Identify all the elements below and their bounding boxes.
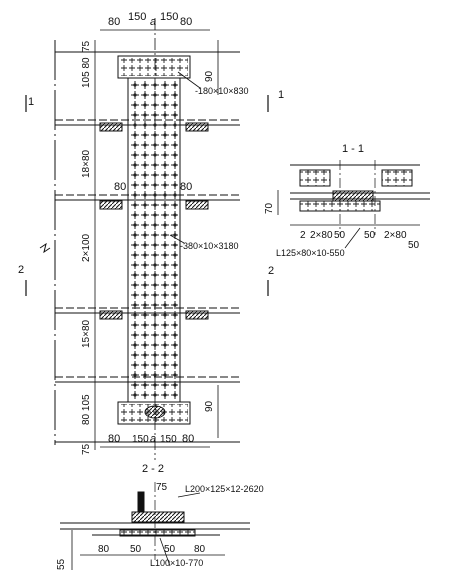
section-11-d50b: 50 [364,230,376,241]
section-11-d2: 2 [300,230,306,241]
section-11-dim70: 70 [264,202,275,214]
left-dim-top105-80: 105 80 [81,57,92,88]
mid-dim-right80: 80 [180,181,192,193]
left-dim-2x100: 2×100 [81,233,92,262]
section-11-title: 1 - 1 [342,143,364,155]
section-22-d75: 75 [156,482,168,493]
label-plate-top: -180×10×830 [195,86,249,96]
top-dim-4: 80 [180,16,192,28]
top-dim-1: 80 [108,16,120,28]
section-1-1 [277,160,430,249]
bottom-dim-2: 150 [132,434,149,445]
section-mark-1-left: 1 [28,96,34,108]
left-dim-bot80-105: 80 105 [81,394,92,425]
bottom-dim-1: 80 [108,433,120,445]
label-angle-11: L125×80×10-550 [276,248,345,258]
top-dim-2: 150 [128,11,146,23]
section-marks [25,95,269,296]
label-plate-main: -380×10×3180 [180,241,239,251]
section-mark-2-left: 2 [18,264,24,276]
top-dim-3: 150 [160,11,178,23]
section-22-d50a: 50 [130,544,142,555]
top-dim-a: a [150,16,156,28]
section-11-d50a: 50 [334,230,346,241]
left-dim-15x80: 15×80 [81,319,92,348]
section-mark-2-right: 2 [268,265,274,277]
section-22-d50b: 50 [164,544,176,555]
section-22-title: 2 - 2 [142,463,164,475]
section-11-d2x80b: 2×80 [384,230,407,241]
right-dim-top90: 90 [204,70,215,82]
left-dim-top75: 75 [81,40,92,52]
right-dim-bot90: 90 [204,400,215,412]
section-11-d50c: 50 [408,240,420,251]
section-22-d80a: 80 [98,544,110,555]
bottom-dim-a: a [150,433,156,445]
left-dim-18x80: 18×80 [81,149,92,178]
bottom-dim-4: 80 [182,433,194,445]
main-splice-plate [127,77,181,403]
label-angle-22-bot: L100×10-770 [150,558,203,568]
section-mark-1-right: 1 [278,89,284,101]
section-22-d55: 55 [56,558,67,570]
section-11-d2x80: 2×80 [310,230,333,241]
bottom-dim-3: 150 [160,434,177,445]
section-2-2 [60,482,250,570]
section-22-d80b: 80 [194,544,206,555]
mid-dim-left80: 80 [114,181,126,193]
elevation-view [39,18,240,460]
left-dim-bot75: 75 [81,443,92,455]
label-angle-22-top: L200×125×12-2620 [185,484,264,494]
